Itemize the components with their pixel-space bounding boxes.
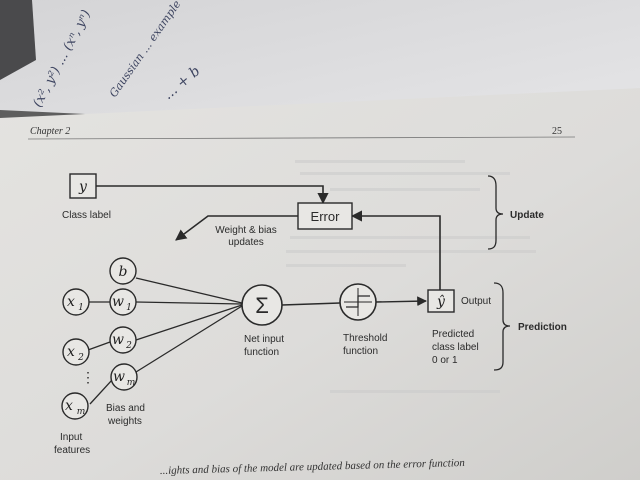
input-features-label-line1: Input xyxy=(60,432,82,443)
update-label: Update xyxy=(510,210,544,221)
input-symbol-m: x xyxy=(65,398,73,414)
class-label-text: Class label xyxy=(62,210,111,221)
output-to-error-arrow xyxy=(350,210,441,292)
output-label: Output xyxy=(461,296,491,307)
dark-object-corner xyxy=(0,0,36,80)
bias-symbol: b xyxy=(119,264,128,280)
chapter-header: Chapter 2 xyxy=(30,126,70,137)
book-page xyxy=(0,88,640,480)
weight-update-label-line1: Weight & bias xyxy=(215,225,277,236)
predicted-label-line1: Predicted xyxy=(432,329,474,340)
error-label: Error xyxy=(311,209,341,224)
bias-weights-label-line1: Bias and xyxy=(106,403,145,414)
threshold-label-line1: Threshold xyxy=(343,333,387,344)
threshold-to-output-arrow xyxy=(375,296,427,307)
header-rule xyxy=(27,136,576,140)
predicted-label-line3: 0 or 1 xyxy=(432,355,458,366)
weight-connections xyxy=(87,277,243,405)
prediction-label: Prediction xyxy=(518,322,567,333)
input-subscript-m: m xyxy=(77,407,86,417)
weight-update-label-line2: updates xyxy=(228,237,264,248)
class-label-box xyxy=(69,173,97,199)
input-symbol-2: x xyxy=(67,344,75,360)
prediction-bracket xyxy=(493,282,511,371)
weight-node-m: w m xyxy=(110,363,138,391)
vertical-ellipsis: ⋮ xyxy=(81,369,95,385)
weight-subscript-m: m xyxy=(127,378,136,388)
input-node-m: x m xyxy=(61,392,89,420)
bias-node xyxy=(109,257,137,285)
weight-subscript-2: 2 xyxy=(125,341,132,351)
threshold-label-line2: function xyxy=(343,346,378,357)
weight-symbol-1: w xyxy=(112,294,124,310)
net-input-label-line1: Net input xyxy=(244,334,284,345)
input-subscript-1: 1 xyxy=(78,303,84,313)
threshold-node xyxy=(339,283,377,321)
update-bracket xyxy=(487,175,504,250)
input-node-1: x 1 xyxy=(62,288,90,316)
step-function-icon xyxy=(346,295,370,308)
weight-subscript-1: 1 xyxy=(126,303,132,313)
input-node-2: x 2 xyxy=(62,338,90,366)
bleed-through-text xyxy=(286,160,536,393)
class-label-symbol: y xyxy=(78,179,88,195)
output-box xyxy=(427,289,455,313)
output-symbol: ŷ xyxy=(436,293,446,310)
summation-symbol: Σ xyxy=(255,293,269,318)
input-symbol-1: x xyxy=(67,294,75,310)
weight-node-2: w 2 xyxy=(109,326,137,354)
weight-symbol-m: w xyxy=(113,369,125,385)
class-label-to-error-arrow xyxy=(96,185,329,205)
input-subscript-2: 2 xyxy=(77,353,84,363)
error-to-weights-arrow xyxy=(175,215,298,241)
page-number: 25 xyxy=(552,126,562,137)
weight-node-1: w 1 xyxy=(109,288,137,316)
bias-weights-label-line2: weights xyxy=(107,416,142,427)
sum-to-threshold-line xyxy=(281,302,341,306)
input-features-label-line2: features xyxy=(54,445,90,456)
error-box xyxy=(297,202,353,230)
weight-symbol-2: w xyxy=(112,332,124,348)
net-input-label-line2: function xyxy=(244,347,279,358)
predicted-label-line2: class label xyxy=(432,342,479,353)
